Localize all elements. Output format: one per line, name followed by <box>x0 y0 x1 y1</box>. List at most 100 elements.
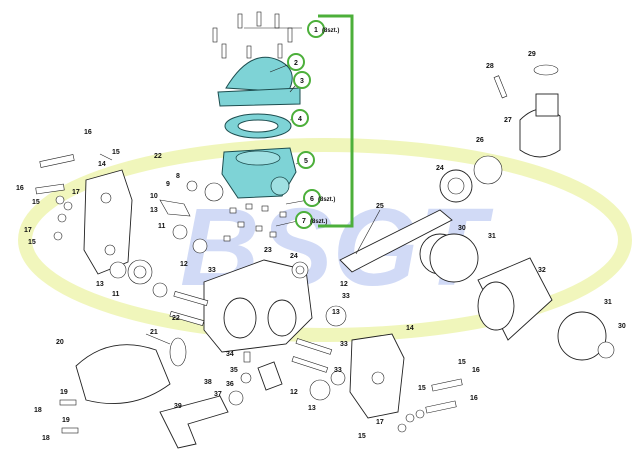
bolt-16d <box>425 400 457 414</box>
callout-circle <box>307 20 325 38</box>
part-label-16: 16 <box>470 395 478 402</box>
bolt-16b <box>35 183 65 195</box>
part-label-33: 33 <box>340 341 348 348</box>
cap-29 <box>533 64 559 76</box>
callout-number: 4 <box>298 116 302 123</box>
part-label-13: 13 <box>150 207 158 214</box>
callout-7: 7(8szt.) <box>295 211 327 229</box>
part-label-16: 16 <box>84 129 92 136</box>
part-label-17: 17 <box>24 227 32 234</box>
bell-20 <box>75 344 171 405</box>
part-label-15: 15 <box>458 359 466 366</box>
part-label-33: 33 <box>342 293 350 300</box>
part-label-24: 24 <box>290 253 298 260</box>
part-label-13: 13 <box>96 281 104 288</box>
diaphragm-cover <box>217 56 301 199</box>
part-label-22: 22 <box>154 153 162 160</box>
cup-nozzle <box>535 93 559 117</box>
callout-number: 2 <box>294 60 298 67</box>
part-label-32: 32 <box>538 267 546 274</box>
part-label-27: 27 <box>504 117 512 124</box>
disk-31 <box>429 233 479 283</box>
part-label-11: 11 <box>112 291 120 298</box>
part-label-21: 21 <box>150 329 158 336</box>
callout-circle <box>297 151 315 169</box>
part-label-18: 18 <box>34 407 42 414</box>
dome-cover <box>225 56 293 93</box>
part-label-16: 16 <box>472 367 480 374</box>
elbow-39 <box>159 395 229 449</box>
part-label-26: 26 <box>476 137 484 144</box>
cover-flange <box>217 87 301 107</box>
part-label-25: 25 <box>376 203 384 210</box>
part-label-16: 16 <box>16 185 24 192</box>
part-label-36: 36 <box>226 381 234 388</box>
disk-30b <box>597 341 615 359</box>
top-bolts <box>212 11 293 59</box>
part-label-15: 15 <box>358 433 366 440</box>
callout-suffix: (8szt.) <box>322 28 339 34</box>
callout-2: 2 <box>287 53 305 71</box>
callout-6: 6 (8szt.) <box>303 189 335 207</box>
callout-4: 4 <box>291 109 309 127</box>
part-label-15: 15 <box>418 385 426 392</box>
callout-circle <box>295 211 313 229</box>
part-label-18: 18 <box>42 435 50 442</box>
callout-bracket <box>318 14 354 228</box>
part-label-38: 38 <box>204 379 212 386</box>
callout-circle <box>293 71 311 89</box>
callout-circle <box>287 53 305 71</box>
cup-27 <box>519 108 561 158</box>
part-label-33: 33 <box>208 267 216 274</box>
callout-circle <box>291 109 309 127</box>
right-assembly <box>419 233 615 361</box>
part-label-30: 30 <box>618 323 626 330</box>
right-side-assembly <box>309 305 463 433</box>
callout-3: 3 <box>293 71 311 89</box>
part-label-19: 19 <box>60 389 68 396</box>
callout-bracket-line <box>318 14 354 228</box>
pin-28 <box>493 75 508 99</box>
callout-1: 1 (8szt.) <box>307 20 339 38</box>
part-label-9: 9 <box>166 181 170 188</box>
part-label-10: 10 <box>150 193 158 200</box>
part-label-35: 35 <box>230 367 238 374</box>
part-label-layer: 8910111212121113131313141415151515151516… <box>16 51 626 442</box>
callout-5: 5 <box>297 151 315 169</box>
part-label-8: 8 <box>176 173 180 180</box>
part-label-23: 23 <box>264 247 272 254</box>
fitting-35 <box>257 361 283 391</box>
part-label-37: 37 <box>214 391 222 398</box>
ring-21 <box>169 337 187 367</box>
callout-number: 6 <box>310 196 314 203</box>
part-label-15: 15 <box>28 239 36 246</box>
left-side-assembly <box>35 154 224 298</box>
part-label-12: 12 <box>340 281 348 288</box>
callout-layer: 1 (8szt.) 2 3 4 5 6 (8szt.) 7(8szt.) <box>287 20 339 229</box>
part-label-14: 14 <box>98 161 106 168</box>
part-label-15: 15 <box>112 149 120 156</box>
bolt-16a <box>39 154 75 168</box>
pump-body <box>169 259 333 373</box>
part-label-12: 12 <box>290 389 298 396</box>
part-label-24: 24 <box>436 165 444 172</box>
callout-number: 5 <box>304 158 308 165</box>
callout-number: 1 <box>314 27 318 34</box>
part-label-17: 17 <box>72 189 80 196</box>
part-label-29: 29 <box>528 51 536 58</box>
part-label-15: 15 <box>32 199 40 206</box>
part-label-13: 13 <box>332 309 340 316</box>
watermark-ring <box>18 138 632 342</box>
part-label-22: 22 <box>172 315 180 322</box>
part-label-12: 12 <box>180 261 188 268</box>
bolt-16c <box>431 378 463 392</box>
bottom-left-assembly <box>59 337 283 449</box>
part-label-33: 33 <box>334 367 342 374</box>
part-label-14: 14 <box>406 325 414 332</box>
part-label-11: 11 <box>158 223 166 230</box>
callout-suffix: (8szt.) <box>318 197 335 203</box>
shaft-assembly <box>339 64 561 273</box>
part-label-28: 28 <box>486 63 494 70</box>
